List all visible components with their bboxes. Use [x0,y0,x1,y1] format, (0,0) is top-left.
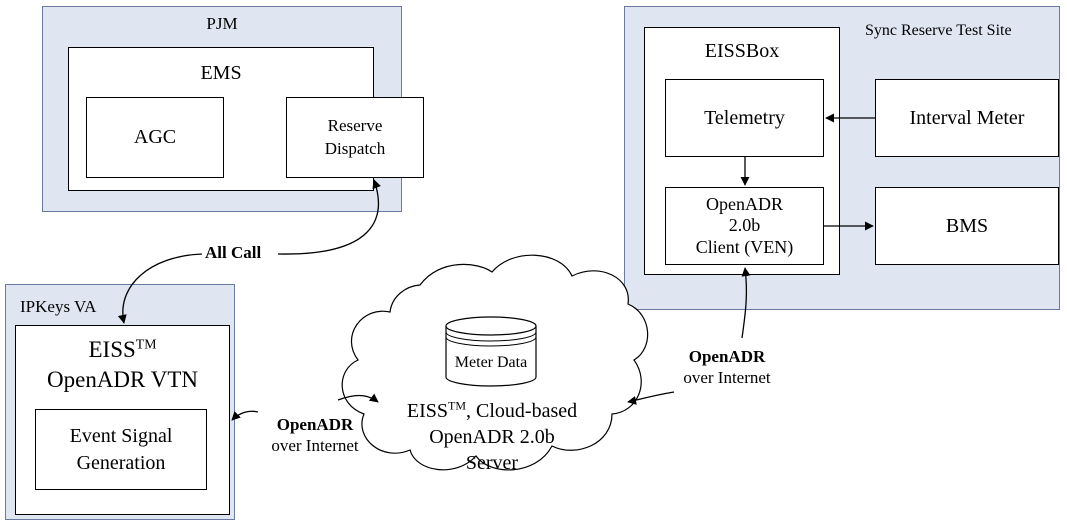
event-signal-line2: Generation [76,451,166,474]
database-icon [445,316,537,387]
telemetry-label: Telemetry [704,106,785,129]
reserve-dispatch-box: Reserve Dispatch [286,97,424,178]
arrow-cloud-from-left [337,393,379,403]
agc-box: AGC [86,97,224,178]
cloud-eiss: EISS [406,400,449,422]
openadr-client-line3: Client (VEN) [695,236,794,257]
arrow-vtn-cloud [231,410,259,421]
vtn-tm: TM [135,336,157,352]
cloud-server-label: EISSTM, Cloud-based OpenADR 2.0b Server [372,398,612,476]
left-link-label: OpenADR over Internet [250,414,380,457]
vtn-eiss: EISS [88,337,136,362]
openadr-client-box: OpenADR 2.0b Client (VEN) [665,187,824,265]
left-link-normal: over Internet [271,436,359,456]
reserve-dispatch-line2: Dispatch [324,138,386,158]
reserve-dispatch-line1: Reserve [327,115,383,135]
vtn-title: EISSTM OpenADR VTN [15,335,230,395]
meter-data-label: Meter Data [454,354,528,371]
right-link-bold: OpenADR [688,347,766,366]
cloud-line1-suffix: , Cloud-based [466,400,578,422]
arrow-cloud-from-right [627,391,675,405]
vtn-label: OpenADR VTN [47,366,198,392]
cloud-line3: Server [465,452,519,474]
arrow-allcall-dispatch [277,179,381,255]
ipkeys-label: IPKeys VA [20,297,97,316]
cloud-tm: TM [448,398,467,413]
arrow-allcall-vtn [117,253,203,324]
left-link-bold: OpenADR [276,415,354,434]
ems-label: EMS [200,62,242,84]
event-signal-box: Event Signal Generation [35,409,207,490]
eissbox-label: EISSBox [704,40,780,62]
pjm-label: PJM [206,14,238,33]
arrow-client-link [741,267,751,339]
bms-label: BMS [945,214,989,237]
agc-label: AGC [133,126,177,148]
bms-box: BMS [875,187,1059,265]
event-signal-line1: Event Signal [69,424,173,447]
telemetry-box: Telemetry [665,79,824,157]
cloud-line2: OpenADR 2.0b [429,426,555,448]
right-link-normal: over Internet [683,368,771,388]
openadr-client-line1: OpenADR [705,193,783,214]
openadr-client-line2: 2.0b [728,215,761,236]
interval-meter-label: Interval Meter [909,106,1025,129]
right-link-label: OpenADR over Internet [662,346,792,389]
sync-site-label: Sync Reserve Test Site [865,22,1012,39]
all-call-label: All Call [205,243,262,262]
interval-meter-box: Interval Meter [875,79,1059,157]
